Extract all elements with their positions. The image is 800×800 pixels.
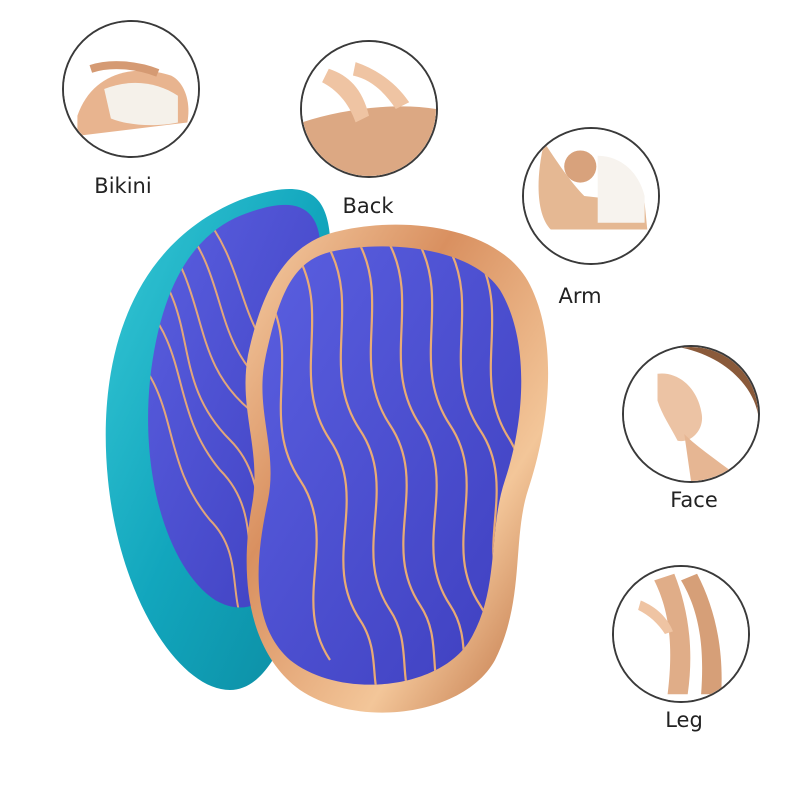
bikini-photo-bubble bbox=[62, 20, 200, 158]
face-photo-bubble bbox=[622, 345, 760, 483]
arm-area-photo bbox=[524, 129, 658, 263]
back-area-photo bbox=[302, 42, 436, 176]
back-label: Back bbox=[342, 194, 394, 218]
rose-gold-device bbox=[245, 224, 549, 713]
face-area-photo bbox=[624, 347, 758, 481]
leg-area-photo bbox=[614, 567, 748, 701]
leg-photo-bubble bbox=[612, 565, 750, 703]
leg-label: Leg bbox=[665, 708, 703, 732]
face-label: Face bbox=[670, 488, 718, 512]
arm-label: Arm bbox=[558, 284, 602, 308]
bikini-area-photo bbox=[64, 22, 198, 156]
bikini-label: Bikini bbox=[94, 174, 152, 198]
back-photo-bubble bbox=[300, 40, 438, 178]
arm-photo-bubble bbox=[522, 127, 660, 265]
